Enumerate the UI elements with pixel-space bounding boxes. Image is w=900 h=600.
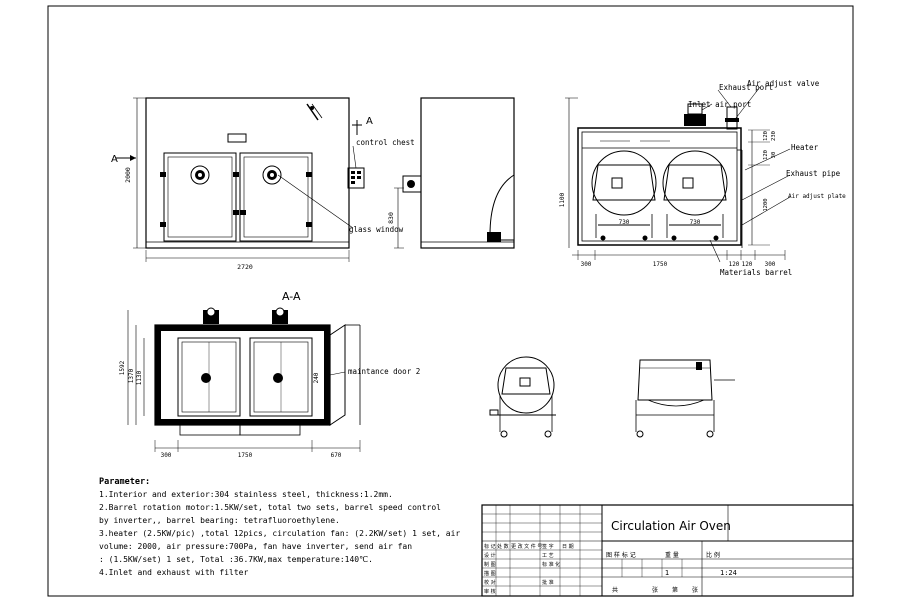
sheet-cell-2: 张 <box>652 586 658 594</box>
param-line-1: 1.Interior and exterior:304 stainless st… <box>99 490 393 499</box>
row-label-3: 描 图 <box>484 570 496 577</box>
air-adjust-plate-label: Air adjust plate <box>788 193 846 200</box>
side-profile-view <box>402 97 515 249</box>
side-duct <box>489 174 515 241</box>
fan-motor-base <box>684 114 706 126</box>
section-mark-left: A <box>111 154 118 165</box>
right-door-window-icon <box>262 165 282 185</box>
section-a-a-view <box>127 307 361 452</box>
door-height-dim: 830 <box>387 212 395 224</box>
section-height-b: 1130 <box>136 370 143 385</box>
barrel-left <box>591 150 657 238</box>
param-line-2: 2.Barrel rotation motor:1.5KW/set, total… <box>99 503 441 512</box>
exhaust-pipe-label: Exhaust pipe <box>786 169 841 178</box>
glass-window-label: glass window <box>349 225 404 234</box>
inlet-air-port-label: Inlet air port <box>688 100 751 109</box>
side-dim-r-b: 230 <box>771 131 777 141</box>
oven-body <box>145 97 350 249</box>
fan-motor-icon <box>306 103 323 121</box>
air-adjust-valve-label: Air adjust valve <box>747 79 820 88</box>
section-dim-670: 670 <box>331 452 342 459</box>
control-chest-label: control chest <box>356 138 415 147</box>
heater-label: Heater <box>791 143 819 152</box>
side-dim-r-d: 30 <box>771 152 777 159</box>
front-width-dim: 2720 <box>237 263 253 271</box>
section-door-gap: 240 <box>313 372 320 383</box>
right-header-1: 图 样 标 记 <box>606 551 636 559</box>
header-cell-4: 签 字 <box>542 543 554 550</box>
barrel-end-view <box>489 356 556 438</box>
mid-label-2: 标 准 化 <box>542 561 560 568</box>
right-header-2: 重 量 <box>665 551 679 559</box>
side-dim-1750: 1750 <box>653 261 668 268</box>
barrel-side-view <box>635 359 735 438</box>
materials-barrel-label: Materials barrel <box>720 268 792 277</box>
side-dim-300b: 300 <box>765 261 776 268</box>
drawing-title: Circulation Air Oven <box>611 519 731 533</box>
param-line-7: 4.Inlet and exhaust with filter <box>99 568 248 577</box>
side-dim-120a: 120 <box>729 261 740 268</box>
quantity-value: 1 <box>665 569 669 577</box>
parameters-heading: Parameter: <box>99 477 150 487</box>
side-dim-r-e: 1200 <box>763 198 769 211</box>
header-cell-3: 更 改 文 件 号 <box>511 543 542 550</box>
title-block <box>481 504 854 597</box>
scale-value: 1:24 <box>720 569 737 577</box>
side-dim-120b: 120 <box>742 261 753 268</box>
row-label-2: 制 图 <box>484 561 496 568</box>
side-body <box>420 97 515 249</box>
row-label-4: 校 对 <box>484 579 496 586</box>
left-door <box>163 152 237 242</box>
right-door <box>239 152 313 242</box>
control-chest-box <box>347 167 365 189</box>
mid-label-3: 批 准 <box>542 579 554 586</box>
right-header-3: 比 例 <box>706 551 720 559</box>
sheet-cell-4: 张 <box>692 586 698 594</box>
row-label-1: 设 计 <box>484 552 496 559</box>
barrel-width-left: 730 <box>619 219 630 226</box>
param-line-4: 3.heater (2.5KW/pic) ,total 12pics, circ… <box>99 529 460 538</box>
side-dim-300a: 300 <box>581 261 592 268</box>
side-dim-1100: 1100 <box>559 192 566 207</box>
section-dim-1750: 1750 <box>238 452 253 459</box>
param-line-6: : (1.5KW/set) 1 set, Total :36.7KW,max t… <box>99 555 373 564</box>
internal-side-view <box>565 86 791 263</box>
maintenance-door <box>329 324 346 426</box>
section-barrel-right <box>249 337 313 417</box>
section-height-a: 1370 <box>128 368 135 383</box>
section-dim-300: 300 <box>161 452 172 459</box>
section-title: A-A <box>282 290 301 303</box>
front-view <box>116 97 404 262</box>
left-door-window-icon <box>190 165 210 185</box>
param-line-3: by inverter,, barrel bearing: tetrafluor… <box>99 516 340 525</box>
front-height-dim: 2000 <box>124 167 132 183</box>
param-line-5: volume: 2000, air pressure:700Pa, fan ha… <box>99 542 412 551</box>
barrel-width-right: 730 <box>690 219 701 226</box>
barrel-right <box>662 150 728 238</box>
section-outer <box>154 324 331 426</box>
exhaust-port-label: Exhaust port <box>719 83 773 92</box>
mid-label-1: 工 艺 <box>542 553 554 559</box>
side-dim-r-a: 120 <box>763 131 769 141</box>
section-height-outer: 1592 <box>119 360 126 375</box>
sheet-border <box>47 5 854 597</box>
section-barrel-left <box>177 337 241 417</box>
header-cell-1: 标 记 <box>484 543 496 550</box>
maintenance-door-label: maintance door 2 <box>348 367 420 376</box>
header-cell-5: 日 期 <box>562 544 574 550</box>
internal-chamber <box>577 127 742 246</box>
section-mark-right: A <box>366 116 373 127</box>
sheet-cell-3: 第 <box>672 586 678 594</box>
row-label-5: 审 核 <box>484 588 496 595</box>
name-plate <box>227 133 247 143</box>
parameters-block: Parameter: 1.Interior and exterior:304 s… <box>99 477 460 577</box>
side-motor <box>402 175 422 193</box>
side-dim-r-c: 120 <box>763 150 769 160</box>
sheet-cell-1: 共 <box>612 586 618 594</box>
header-cell-2: 处 数 <box>497 543 509 550</box>
